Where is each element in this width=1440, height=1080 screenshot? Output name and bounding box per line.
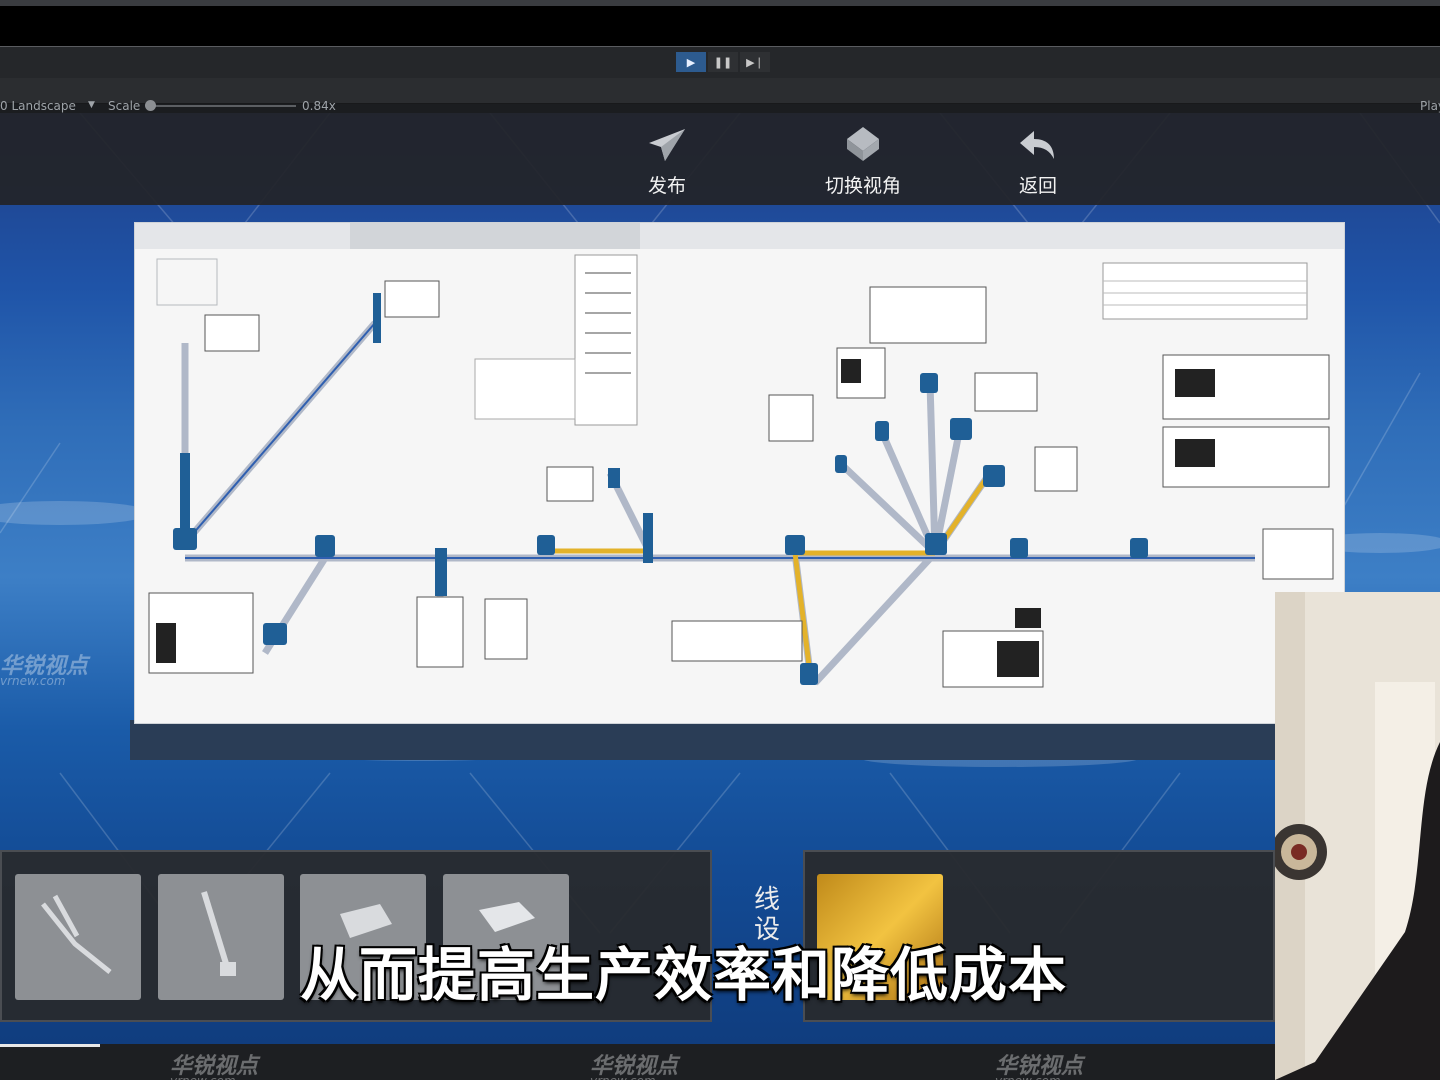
webcam-overlay bbox=[1275, 592, 1440, 1080]
video-subtitle: 从而提高生产效率和降低成本 bbox=[300, 941, 1068, 1009]
wand-tool-icon bbox=[201, 891, 236, 976]
harness-bundle-thumb[interactable] bbox=[817, 874, 943, 1000]
fork-tool-icon bbox=[41, 894, 112, 974]
scale-slider-handle[interactable] bbox=[145, 100, 156, 111]
top-action-bar bbox=[0, 113, 1440, 205]
switch-view-button[interactable]: 切换视角 bbox=[808, 125, 918, 197]
part-thumb-3[interactable] bbox=[300, 874, 426, 1000]
letterbox-band bbox=[0, 6, 1440, 46]
paper-plane-icon bbox=[649, 129, 685, 161]
bottom-status-strip bbox=[0, 1044, 1275, 1080]
play-controls: ▶ ❚❚ ▶❘ bbox=[676, 52, 770, 72]
harness-category-label[interactable]: 线设 bbox=[753, 885, 780, 945]
camera-view-icon bbox=[847, 127, 879, 161]
part-thumb-1[interactable] bbox=[15, 874, 141, 1000]
harness-drawing-board[interactable] bbox=[134, 222, 1345, 724]
part-thumb-4[interactable] bbox=[443, 874, 569, 1000]
window-top-strip bbox=[0, 0, 1440, 6]
switch-view-label: 切换视角 bbox=[824, 175, 901, 197]
back-button[interactable]: 返回 bbox=[983, 125, 1093, 197]
publish-button[interactable]: 发布 bbox=[612, 125, 722, 197]
back-label: 返回 bbox=[1018, 175, 1057, 197]
publish-label: 发布 bbox=[647, 175, 686, 197]
clip-part-icon bbox=[340, 904, 392, 938]
part-thumb-2[interactable] bbox=[158, 874, 284, 1000]
scale-value: 0.84x bbox=[302, 99, 336, 113]
pause-button[interactable]: ❚❚ bbox=[708, 52, 738, 72]
scale-label: Scale bbox=[108, 99, 141, 113]
chevron-down-icon[interactable]: ▼ bbox=[88, 100, 95, 110]
harness-diagram bbox=[135, 223, 1344, 688]
board-base bbox=[130, 720, 1276, 760]
orientation-dropdown[interactable]: 0 Landscape bbox=[0, 99, 76, 113]
play-button[interactable]: ▶ bbox=[676, 52, 706, 72]
game-view-bar bbox=[0, 78, 1440, 104]
step-button[interactable]: ▶❘ bbox=[740, 52, 770, 72]
bracket-part-icon bbox=[479, 902, 535, 932]
video-progress bbox=[0, 1044, 100, 1047]
scale-slider-track[interactable] bbox=[150, 105, 296, 107]
return-arrow-icon bbox=[1020, 131, 1054, 159]
play-mode-label: Play bbox=[1420, 99, 1440, 113]
